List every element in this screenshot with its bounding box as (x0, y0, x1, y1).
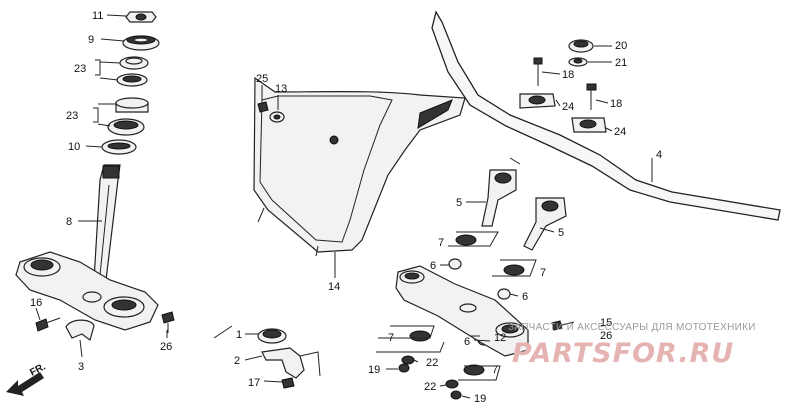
callout-22-lower: 22 (424, 381, 436, 393)
handlebar-holder-upper (568, 39, 594, 67)
cable-guide-inset (213, 325, 321, 389)
callout-8: 8 (66, 216, 72, 228)
lower-holder-right (523, 197, 567, 251)
callout-24-right: 24 (614, 126, 626, 138)
callout-22-upper: 22 (426, 357, 438, 369)
cushion-rubber-4 (463, 364, 485, 376)
holder-bolt-left (533, 57, 543, 86)
callout-16: 16 (30, 297, 42, 309)
callout-9: 9 (88, 34, 94, 46)
top-bridge (395, 265, 529, 357)
nut-2 (497, 288, 511, 300)
callout-26-left: 26 (160, 341, 172, 353)
watermark-caption: ЗАПЧАСТИ И АКСЕССУАРЫ ДЛЯ МОТОТЕХНИКИ (508, 322, 756, 333)
lock-nut (122, 35, 160, 51)
callout-2: 2 (234, 355, 240, 367)
callout-13: 13 (275, 83, 287, 95)
callout-21: 21 (615, 57, 627, 69)
callout-24-left: 24 (562, 101, 574, 113)
upper-bearing-race (116, 56, 149, 87)
pinch-bolt-left (35, 317, 61, 332)
callout-10: 10 (68, 141, 80, 153)
callout-6-a: 6 (430, 260, 436, 272)
cushion-rubber-2 (503, 264, 525, 276)
lower-holder-left (481, 169, 517, 227)
callout-14: 14 (328, 281, 340, 293)
leader-lines (35, 14, 653, 399)
callout-4: 4 (656, 149, 662, 161)
cable-clamp (65, 319, 95, 342)
callout-18-right: 18 (610, 98, 622, 110)
bolt-19-upper (398, 363, 410, 373)
bolt-19-lower (450, 390, 462, 400)
callout-6-b: 6 (522, 291, 528, 303)
front-arrow-label: FR. (28, 361, 48, 378)
nut-1 (448, 258, 462, 270)
callout-19-upper: 19 (368, 364, 380, 376)
callout-23-upper: 23 (74, 63, 86, 75)
upper-holder-right (571, 117, 607, 133)
pinch-bolt-right (161, 311, 175, 333)
handlebar (431, 10, 781, 221)
collar-upper (401, 355, 415, 365)
callout-5-right: 5 (558, 227, 564, 239)
callout-25: 25 (256, 73, 268, 85)
upper-holder-left (519, 93, 556, 109)
callout-6-c: 6 (464, 336, 470, 348)
front-arrow-icon (6, 372, 44, 396)
callout-7-d: 7 (492, 364, 498, 376)
plate-collar (269, 111, 285, 123)
cushion-rubber-1 (455, 234, 477, 246)
callout-20: 20 (615, 40, 627, 52)
callout-15: 15 (600, 317, 612, 329)
bottom-bridge (15, 251, 159, 331)
callout-7-b: 7 (540, 267, 546, 279)
plate-bolt (257, 101, 269, 113)
holder-bolt-right (586, 83, 597, 110)
callout-11: 11 (92, 10, 103, 22)
steering-stem (93, 164, 121, 281)
callout-18-left: 18 (562, 69, 574, 81)
callout-7-a: 7 (438, 237, 444, 249)
steering-stem-nut (125, 11, 157, 23)
callout-7-c: 7 (388, 332, 394, 344)
callout-12: 12 (494, 332, 506, 344)
callout-19-lower: 19 (474, 393, 486, 405)
callout-23-lower: 23 (66, 110, 78, 122)
lower-bearing-race (101, 97, 149, 155)
callout-1: 1 (236, 329, 242, 341)
cushion-rubber-3 (409, 330, 431, 342)
callout-17: 17 (248, 377, 260, 389)
top-bridge-bolt (551, 320, 575, 331)
callout-3: 3 (78, 361, 84, 373)
collar-lower (445, 379, 459, 389)
callout-26-right: 26 (600, 330, 612, 342)
callout-5-left: 5 (456, 197, 462, 209)
number-plate (253, 76, 466, 257)
watermark-logo: PARTSFOR.RU (512, 338, 734, 369)
